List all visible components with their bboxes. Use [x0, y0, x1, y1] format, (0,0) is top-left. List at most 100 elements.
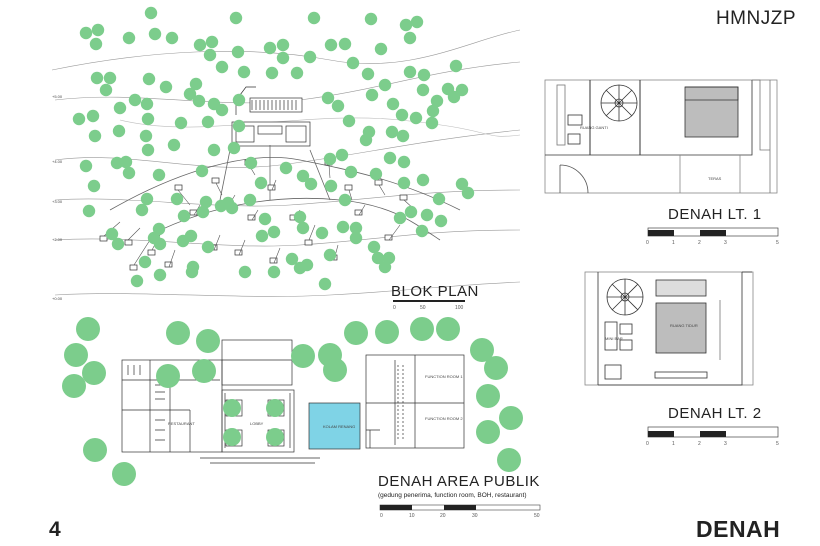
tree	[159, 80, 173, 94]
tree	[349, 221, 363, 235]
tree	[140, 192, 154, 206]
denah-lt2-scale-bar: 0 1 2 3 5	[646, 426, 779, 447]
svg-text:+5.00: +5.00	[52, 94, 63, 99]
tree	[499, 406, 523, 430]
svg-text:5: 5	[776, 441, 779, 447]
tree	[386, 97, 400, 111]
tree	[83, 438, 107, 462]
denah-area-publik-scale-bar: 0 10 20 30 50	[379, 504, 541, 519]
tree	[142, 72, 156, 86]
svg-text:2: 2	[698, 441, 701, 447]
tree	[144, 6, 158, 20]
tree	[110, 156, 124, 170]
tree	[119, 155, 133, 169]
tree	[255, 229, 269, 243]
tree	[417, 68, 431, 82]
tree	[349, 231, 363, 245]
tree	[410, 15, 424, 29]
tree	[122, 166, 136, 180]
tree	[87, 179, 101, 193]
tree	[112, 124, 126, 138]
tree	[130, 274, 144, 288]
svg-text:30: 30	[472, 513, 478, 519]
svg-text:2: 2	[698, 240, 701, 246]
tree	[420, 208, 434, 222]
tree	[364, 12, 378, 26]
tree	[335, 148, 349, 162]
tree	[174, 116, 188, 130]
tree	[231, 45, 245, 59]
tree	[232, 119, 246, 133]
tree	[291, 344, 315, 368]
tree	[304, 177, 318, 191]
tree	[203, 48, 217, 62]
blok-plan-reception-building	[231, 86, 311, 147]
tree	[91, 23, 105, 37]
tree	[383, 151, 397, 165]
tree	[265, 66, 279, 80]
tree	[344, 165, 358, 179]
denah-lt1-drawing	[544, 79, 778, 194]
sheet-label: DENAH	[696, 516, 781, 542]
svg-text:0: 0	[646, 441, 649, 447]
tree	[296, 221, 310, 235]
tree	[221, 196, 235, 210]
svg-text:20: 20	[440, 513, 446, 519]
tree	[293, 261, 307, 275]
tree	[425, 116, 439, 130]
tree	[62, 374, 86, 398]
swimming-pool	[308, 402, 361, 450]
denah-lt2-drawing	[584, 271, 754, 386]
tree	[409, 111, 423, 125]
tree	[403, 65, 417, 79]
blok-plan-title: BLOK PLAN	[391, 283, 479, 300]
tree	[303, 50, 317, 64]
tree	[258, 212, 272, 226]
tree	[153, 268, 167, 282]
tree	[321, 91, 335, 105]
tree	[497, 448, 521, 472]
tree	[395, 108, 409, 122]
tree	[86, 109, 100, 123]
tree	[113, 101, 127, 115]
publik-label-function-room-2: FUNCTION ROOM 2	[425, 416, 463, 421]
tree	[296, 169, 310, 183]
tree	[476, 384, 500, 408]
tree	[415, 224, 429, 238]
tree	[166, 321, 190, 345]
tree	[147, 231, 161, 245]
svg-text:50: 50	[534, 513, 540, 519]
publik-label-lobby: LOBBY	[250, 421, 264, 426]
tree	[369, 167, 383, 181]
tree	[223, 399, 241, 417]
tree	[196, 205, 210, 219]
tree	[232, 93, 246, 107]
tree	[199, 195, 213, 209]
tree	[430, 94, 444, 108]
tree	[285, 252, 299, 266]
svg-text:0: 0	[646, 240, 649, 246]
tree	[385, 125, 399, 139]
tree	[484, 356, 508, 380]
tree	[103, 71, 117, 85]
tree	[336, 220, 350, 234]
tree	[470, 338, 494, 362]
tree	[156, 364, 180, 388]
tree	[374, 42, 388, 56]
tree	[331, 99, 345, 113]
tree	[215, 60, 229, 74]
tree	[111, 237, 125, 251]
lt2-room-label-ruang-tidur: RUANG TIDUR	[670, 323, 698, 328]
svg-text:1: 1	[672, 240, 675, 246]
tree	[196, 329, 220, 353]
publik-label-function-room-1: FUNCTION ROOM 1	[425, 374, 463, 379]
tree	[79, 159, 93, 173]
tree	[276, 51, 290, 65]
denah-lt2-title: DENAH LT. 2	[668, 405, 762, 422]
tree	[318, 277, 332, 291]
tree	[342, 114, 356, 128]
tree	[338, 193, 352, 207]
area-publik-trees	[62, 317, 523, 486]
tree	[365, 88, 379, 102]
tree	[167, 138, 181, 152]
